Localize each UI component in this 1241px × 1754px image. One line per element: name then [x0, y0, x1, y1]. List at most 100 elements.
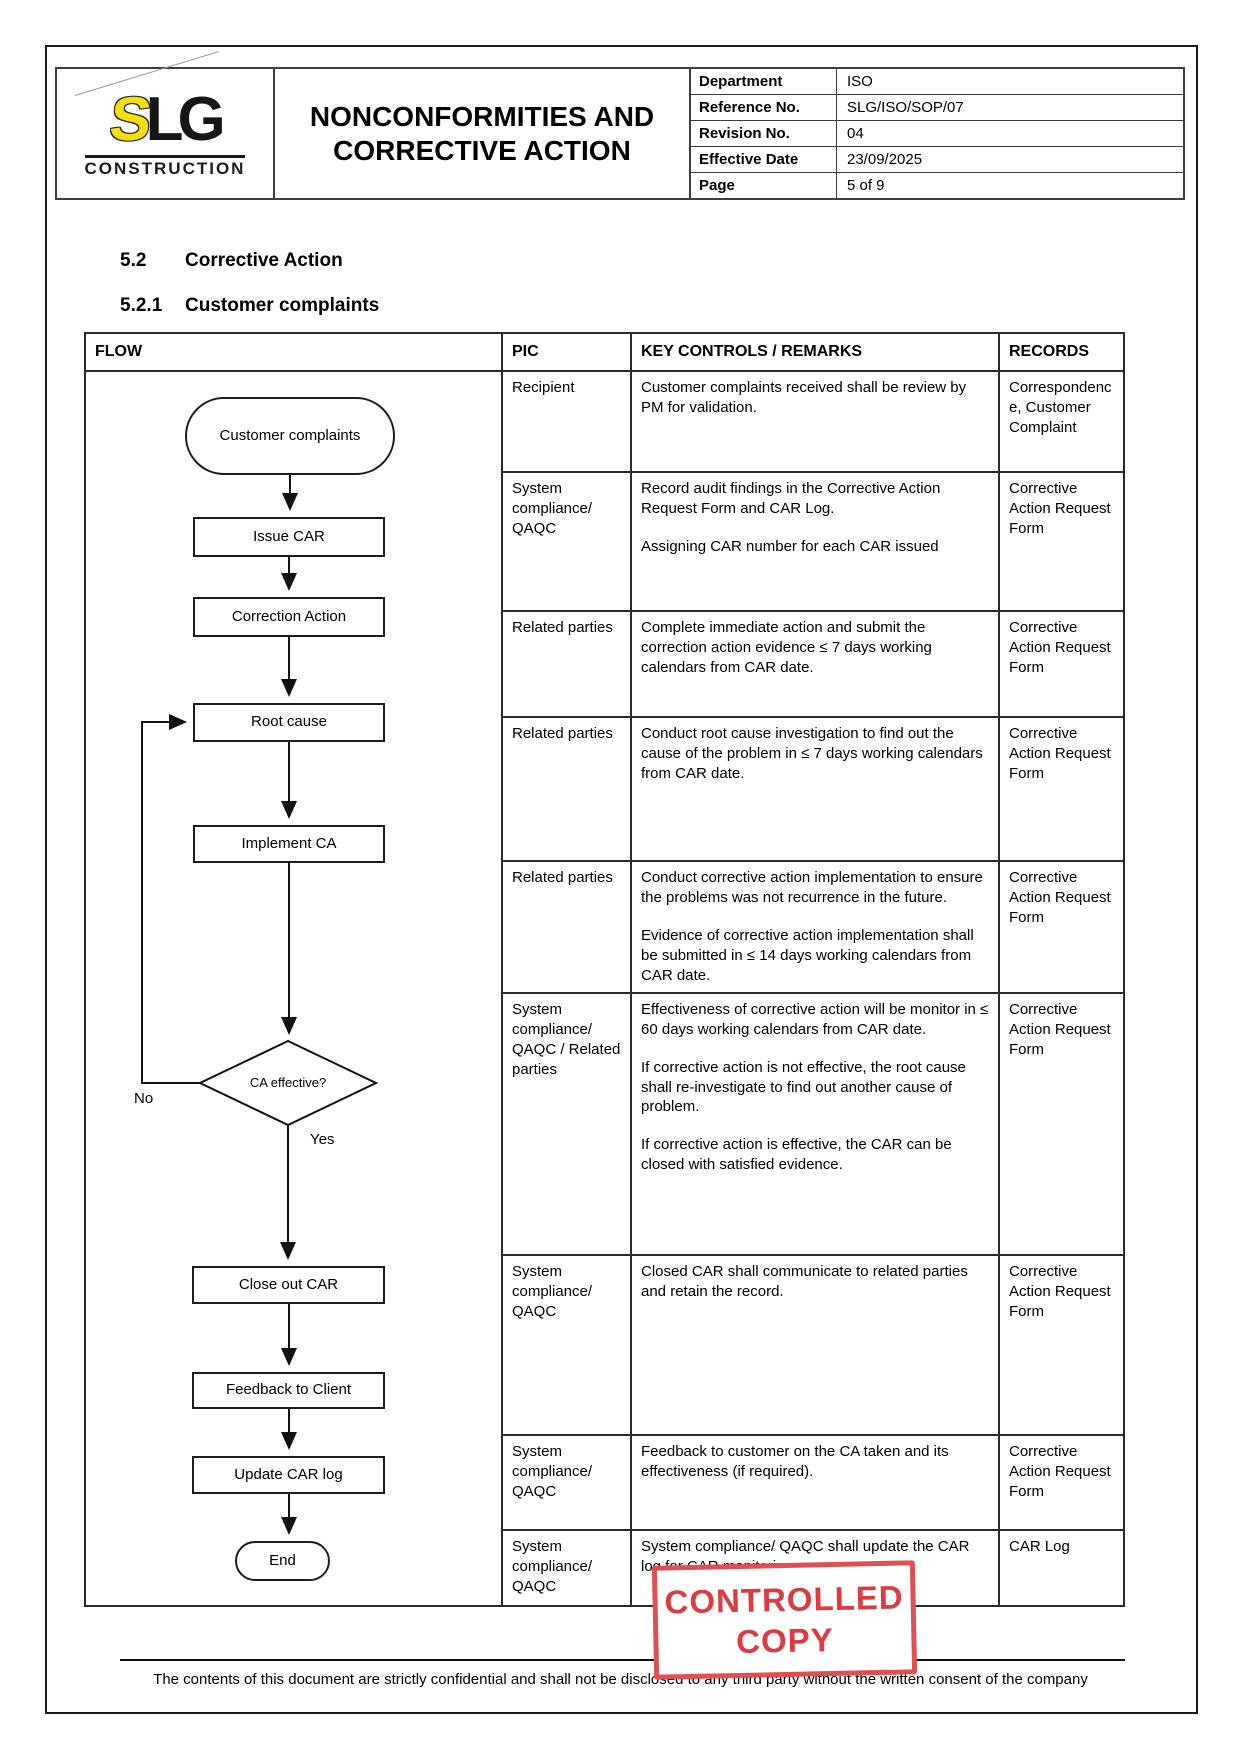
procedure-table: FLOW PIC KEY CONTROLS / REMARKS RECORDS	[84, 332, 1125, 1607]
flowchart-connectors	[141, 475, 379, 1535]
records-cell: Corrective Action Request Form	[998, 471, 1125, 612]
document-title: NONCONFORMITIES AND CORRECTIVE ACTION	[275, 69, 691, 198]
flow-node-end: End	[235, 1541, 330, 1581]
records-cell: CAR Log	[998, 1528, 1125, 1607]
flow-node-label: Correction Action	[231, 607, 347, 625]
meta-label: Department	[691, 69, 837, 94]
logo-letter-l: L	[145, 84, 184, 154]
flow-node-label: Issue CAR	[253, 527, 325, 545]
remark-paragraph: Customer complaints received shall be re…	[641, 379, 967, 416]
stamp-line2: COPY	[735, 1620, 835, 1661]
flow-node-label: CA effective?	[249, 1074, 327, 1090]
logo-construction-text: CONSTRUCTION	[84, 154, 246, 179]
flow-node-feedback-to-client: Feedback to Client	[192, 1372, 385, 1409]
remark-paragraph: Conduct root cause investigation to find…	[641, 725, 983, 782]
flow-node-label: Feedback to Client	[225, 1381, 352, 1399]
remarks-cell: Conduct root cause investigation to find…	[630, 716, 1000, 862]
table-row: Customer complaints Issue CAR Correction…	[84, 370, 1125, 1607]
footer-divider	[120, 1659, 1125, 1661]
meta-value: SLG/ISO/SOP/07	[847, 99, 964, 116]
column-header-key-controls: KEY CONTROLS / REMARKS	[630, 332, 1000, 372]
meta-value: 23/09/2025	[847, 151, 923, 168]
section-title: Customer complaints	[185, 295, 380, 316]
remarks-cell: Conduct corrective action implementation…	[630, 860, 1000, 994]
remark-paragraph: Complete immediate action and submit the…	[641, 619, 932, 676]
remark-paragraph: If corrective action is not effective, t…	[641, 1058, 966, 1116]
flowchart: Customer complaints Issue CAR Correction…	[87, 373, 500, 1600]
meta-value: ISO	[847, 73, 873, 90]
meta-row-effective-date: Effective Date 23/09/2025	[691, 147, 1183, 173]
flow-node-label: Root cause	[251, 713, 327, 731]
pic-cell: System compliance/ QAQC	[501, 471, 632, 612]
flow-node-correction-action: Correction Action	[193, 597, 385, 637]
meta-label: Reference No.	[691, 95, 837, 120]
pic-cell: Recipient	[501, 370, 632, 473]
document-title-line2: CORRECTIVE ACTION	[333, 134, 631, 166]
flow-node-implement-ca: Implement CA	[193, 825, 385, 863]
flow-node-label: Close out CAR	[238, 1275, 339, 1293]
flow-node-label: Customer complaints	[219, 426, 361, 444]
section-heading-5-2-1: 5.2.1 Customer complaints	[120, 295, 379, 317]
table-row: System compliance/ QAQC / Related partie…	[85, 991, 1125, 1256]
logo-letter-g: G	[177, 84, 226, 154]
flow-branch-no-label: No	[132, 1089, 156, 1109]
page-border	[45, 45, 1198, 1714]
confidentiality-notice: The contents of this document are strict…	[153, 1671, 1088, 1688]
table-row: System compliance/ QAQC Record audit fin…	[85, 471, 1125, 612]
column-header-records: RECORDS	[998, 332, 1125, 372]
pic-cell: System compliance/ QAQC	[501, 1253, 632, 1436]
stamp-line1: CONTROLLED	[664, 1578, 905, 1621]
flow-node-label: Implement CA	[241, 834, 337, 852]
remark-paragraph: Closed CAR shall communicate to related …	[641, 1262, 968, 1300]
records-cell: Corrective Action Request Form	[998, 991, 1125, 1256]
remark-paragraph: Feedback to customer on the CA taken and…	[641, 1442, 949, 1480]
pic-cell: Related parties	[501, 610, 632, 718]
remarks-cell: Customer complaints received shall be re…	[630, 370, 1000, 473]
table-row: System compliance/ QAQC Closed CAR shall…	[85, 1253, 1125, 1436]
records-cell: Correspondence, Customer Complaint	[998, 370, 1125, 473]
table-row: Related parties Conduct root cause inves…	[85, 716, 1125, 862]
column-header-flow: FLOW	[84, 332, 503, 372]
pic-cell: Related parties	[501, 716, 632, 862]
remark-paragraph: Effectiveness of corrective action will …	[641, 1000, 989, 1038]
table-row: System compliance/ QAQC Feedback to cust…	[85, 1433, 1125, 1531]
section-number: 5.2	[120, 250, 147, 271]
records-cell: Corrective Action Request Form	[998, 610, 1125, 718]
column-header-pic: PIC	[501, 332, 632, 372]
flow-node-label: Update CAR log	[234, 1465, 343, 1483]
meta-value: 04	[847, 125, 864, 142]
remarks-cell: Complete immediate action and submit the…	[630, 610, 1000, 718]
document-title-line1: NONCONFORMITIES AND	[309, 100, 655, 132]
pic-cell: System compliance/ QAQC / Related partie…	[501, 991, 632, 1256]
remark-paragraph: Record audit findings in the Corrective …	[641, 480, 941, 517]
records-cell: Corrective Action Request Form	[998, 1433, 1125, 1531]
flow-node-close-out-car: Close out CAR	[192, 1266, 385, 1304]
records-cell: Corrective Action Request Form	[998, 716, 1125, 862]
meta-label: Page	[691, 173, 837, 198]
flow-node-label: End	[269, 1551, 296, 1569]
pic-cell: Related parties	[501, 860, 632, 994]
meta-row-page: Page 5 of 9	[691, 173, 1183, 198]
meta-value: 5 of 9	[847, 177, 885, 194]
meta-row-department: Department ISO	[691, 69, 1183, 95]
pic-cell: System compliance/ QAQC	[501, 1528, 632, 1607]
remarks-cell: Record audit findings in the Corrective …	[630, 471, 1000, 612]
remarks-cell: Effectiveness of corrective action will …	[630, 991, 1000, 1256]
logo-letter-s: S	[106, 84, 150, 154]
section-number: 5.2.1	[120, 295, 163, 316]
meta-label: Revision No.	[691, 121, 837, 146]
pic-cell: System compliance/ QAQC	[501, 1433, 632, 1531]
table-row: Related parties Complete immediate actio…	[85, 610, 1125, 718]
flowchart-cell: Customer complaints Issue CAR Correction…	[84, 370, 503, 1607]
flow-branch-yes-label: Yes	[308, 1130, 337, 1150]
remarks-cell: Closed CAR shall communicate to related …	[630, 1253, 1000, 1436]
meta-label: Effective Date	[691, 147, 837, 172]
controlled-copy-stamp: CONTROLLED COPY	[651, 1560, 918, 1680]
remark-paragraph: If corrective action is effective, the C…	[641, 1136, 952, 1174]
remark-paragraph: Evidence of corrective action implementa…	[641, 926, 974, 984]
